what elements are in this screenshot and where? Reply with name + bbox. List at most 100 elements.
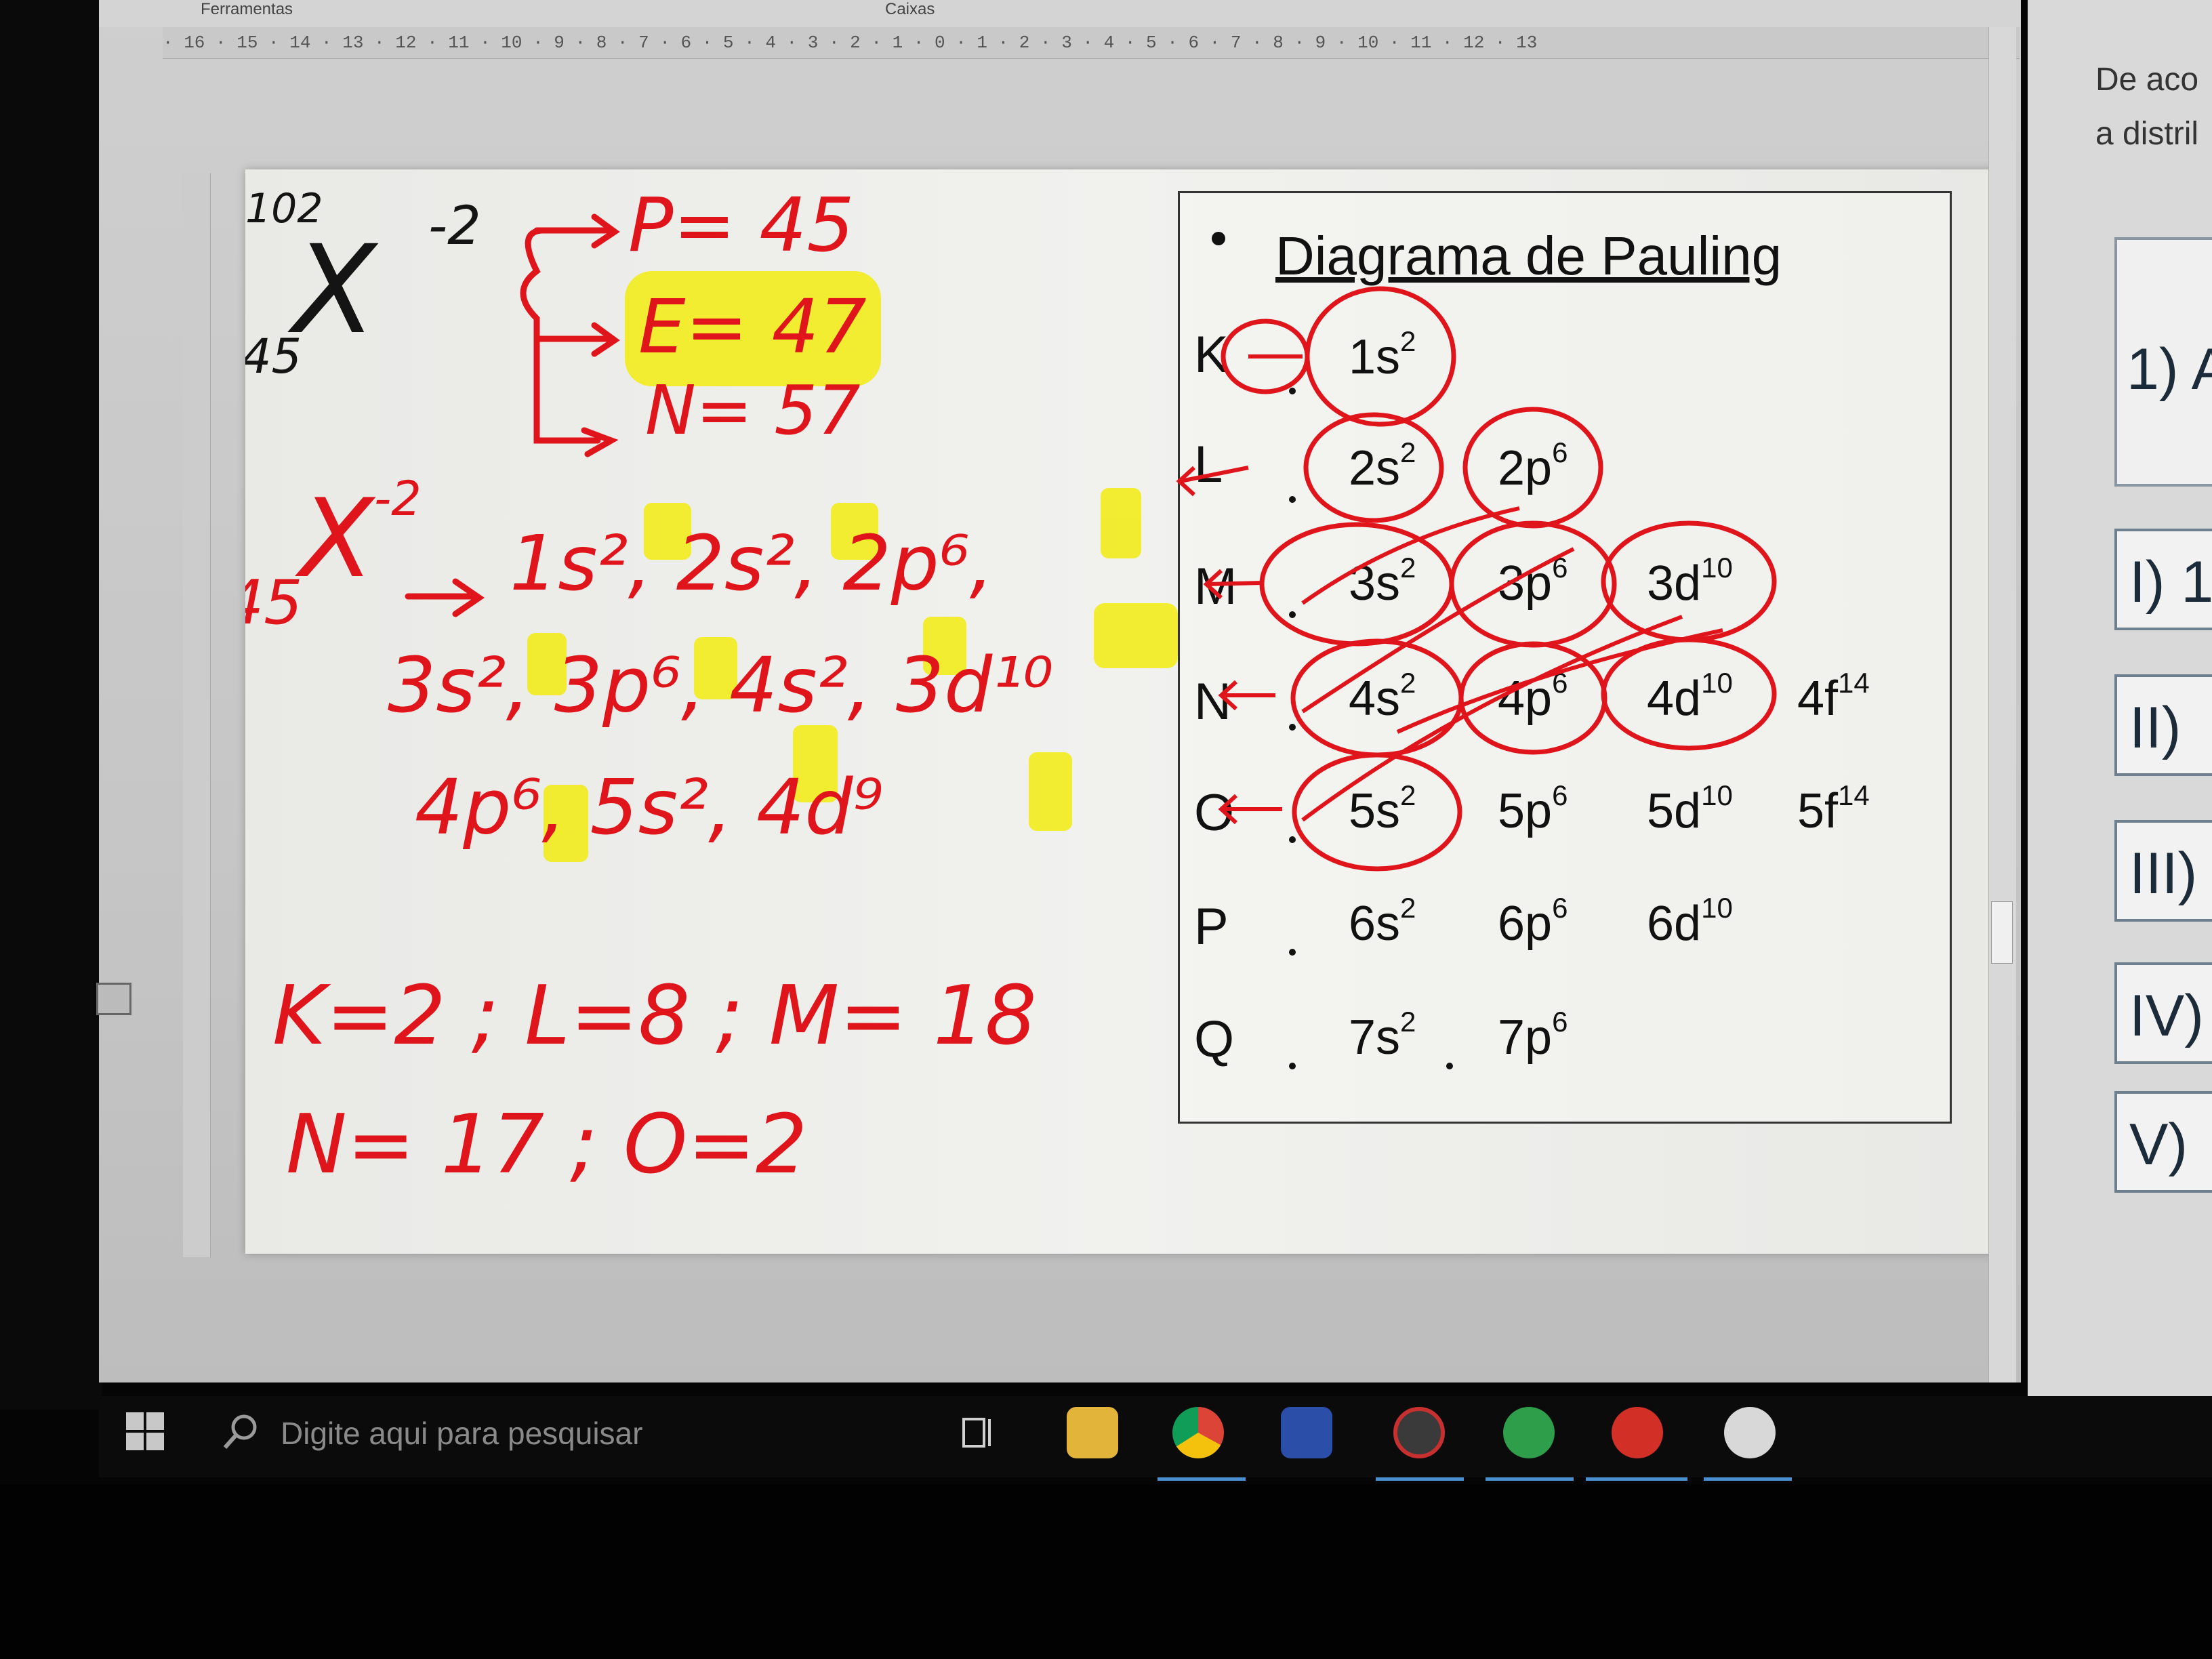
sublevel-3d: 3d10 (1647, 552, 1733, 611)
app-icon[interactable] (1281, 1407, 1332, 1458)
active-app-indicator (1486, 1477, 1574, 1481)
highlight (1029, 752, 1072, 831)
desk-background (0, 1484, 2212, 1659)
config-arrow (405, 578, 485, 617)
bracket-line (520, 227, 601, 444)
question-text: a distril (2095, 116, 2199, 152)
option-button[interactable]: III) (2114, 820, 2212, 922)
element-symbol: X (287, 220, 379, 361)
shell-label: L (1194, 436, 1223, 493)
active-app-indicator (1158, 1477, 1246, 1481)
circle-3d (1601, 520, 1777, 642)
arrow-to-protons (533, 213, 620, 249)
app-icon[interactable] (1724, 1407, 1776, 1458)
sublevel-3s: 3s2 (1349, 552, 1416, 611)
circle-5s (1292, 752, 1462, 872)
highlight (527, 633, 567, 695)
sublevel-2p: 2p6 (1498, 436, 1568, 495)
highlight (793, 725, 838, 802)
diagonal-arrows (1176, 354, 1723, 825)
powerpoint-icon[interactable] (1612, 1407, 1663, 1458)
config-atomic-number: 45 (245, 567, 303, 638)
sublevel-5d: 5d10 (1647, 779, 1733, 838)
document-page: Diagrama de Pauling K L M N O P Q 1s2 2s… (245, 169, 1994, 1254)
highlight (1101, 488, 1141, 558)
neutrons-value: N= 57 (645, 371, 861, 450)
sublevel-2s: 2s2 (1349, 436, 1416, 495)
task-view-icon[interactable] (961, 1414, 999, 1452)
vertical-scrollbar[interactable] (1988, 27, 2016, 1382)
sublevel-6s: 6s2 (1349, 892, 1416, 951)
sublevel-5s: 5s2 (1349, 779, 1416, 838)
config-line-1: 1s², 2s², 2p⁶, (510, 520, 994, 608)
diagram-dot (1289, 496, 1296, 503)
diagonal-line (1301, 506, 1520, 605)
diagram-dot (1289, 1063, 1296, 1069)
diagram-dot (1289, 724, 1296, 731)
pen-annotations: 102 45 X -2 P= 45 E= 47 N= 57 45 X -2 1s… (245, 182, 1777, 1192)
diagonal-line (1396, 628, 1723, 734)
diagonal-line (1301, 615, 1683, 822)
arrow-shell-o (1218, 794, 1282, 825)
scrollbar-thumb[interactable] (1991, 901, 2013, 964)
diagram-dot (1446, 1063, 1453, 1069)
sublevel-1s: 1s2 (1349, 325, 1416, 384)
highlight (923, 617, 966, 675)
pauling-title: Diagrama de Pauling (1275, 226, 1782, 286)
highlight (544, 785, 588, 862)
arrow-to-electrons (533, 322, 620, 357)
option-label: 1) A (2127, 337, 2212, 402)
margin-marker-icon[interactable] (96, 983, 131, 1015)
ribbon-tab-tools[interactable]: Ferramentas (201, 0, 293, 18)
sublevel-4d: 4d10 (1647, 667, 1733, 726)
whatsapp-icon[interactable] (1503, 1407, 1555, 1458)
ion-charge: -2 (428, 196, 481, 257)
vertical-ruler (183, 173, 211, 1257)
file-explorer-icon[interactable] (1067, 1407, 1118, 1458)
bracket-arrows (520, 213, 620, 457)
circle-4d (1601, 637, 1777, 751)
windows-taskbar (99, 1396, 2212, 1477)
sublevel-7s: 7s2 (1349, 1006, 1416, 1065)
windows-start-icon[interactable] (126, 1412, 164, 1450)
highlight-electrons (625, 271, 881, 386)
circle-shell-k (1221, 319, 1310, 394)
search-icon (223, 1414, 257, 1449)
option-card[interactable] (2114, 237, 2212, 487)
chrome-icon[interactable] (1172, 1407, 1224, 1458)
diagram-dot (1289, 836, 1296, 843)
sublevel-4f: 4f14 (1797, 667, 1870, 726)
ribbon-tab-boxes[interactable]: Caixas (885, 0, 935, 18)
circle-3p (1449, 520, 1617, 648)
app-icon[interactable] (1393, 1407, 1445, 1458)
circle-2p (1462, 407, 1603, 529)
option-button[interactable]: I) 1 (2114, 529, 2212, 630)
sublevel-4p: 4p6 (1498, 667, 1568, 726)
option-button[interactable]: V) (2114, 1091, 2212, 1193)
config-symbol: X (295, 475, 376, 602)
shell-label: N (1194, 673, 1231, 731)
ruler-scale: · 16 · 15 · 14 · 13 · 12 · 11 · 10 · 9 ·… (163, 33, 1538, 53)
active-app-indicator (1376, 1477, 1464, 1481)
option-button[interactable]: II) (2114, 674, 2212, 776)
sublevel-4s: 4s2 (1349, 667, 1416, 726)
search-placeholder: Digite aqui para pesquisar (281, 1416, 643, 1451)
circle-2s (1303, 412, 1444, 523)
sublevel-circles (1221, 286, 1777, 872)
highlight (831, 503, 878, 560)
arrow-to-neutrons (581, 427, 619, 457)
circle-1s (1305, 286, 1456, 427)
diagram-dot (1289, 611, 1296, 618)
shells-line-1: K=2 ; L=8 ; M= 18 (272, 969, 1037, 1063)
diagram-dot (1289, 949, 1296, 956)
highlight (694, 637, 737, 699)
monitor-bezel (0, 0, 102, 1410)
highlight (1094, 603, 1178, 668)
horizontal-ruler: · 16 · 15 · 14 · 13 · 12 · 11 · 10 · 9 ·… (163, 27, 2020, 59)
option-button[interactable]: IV) (2114, 962, 2212, 1064)
diagram-dot (1289, 388, 1296, 394)
sublevel-6p: 6p6 (1498, 892, 1568, 951)
question-text: De aco (2095, 62, 2199, 98)
atomic-number: 45 (245, 329, 302, 384)
mass-number: 102 (245, 185, 323, 232)
